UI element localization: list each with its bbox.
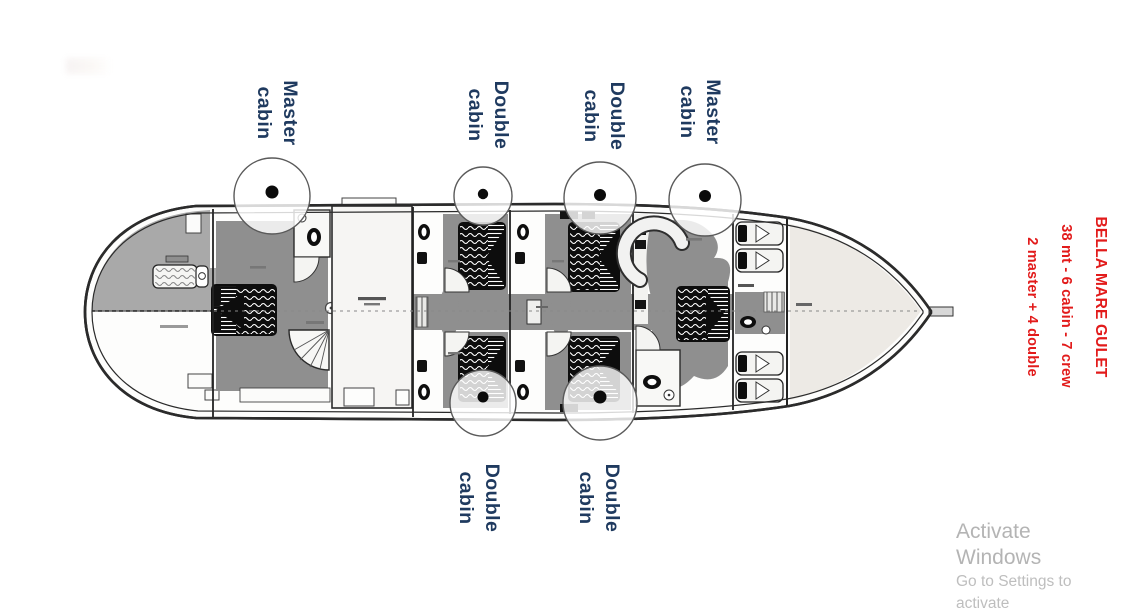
bed-double-icon <box>568 222 620 292</box>
cabin-label-mark <box>250 266 266 269</box>
label-line: Master <box>702 79 724 145</box>
stern-deck <box>92 210 248 401</box>
label-double-cabin-3: Double cabin <box>453 464 505 532</box>
bed-double-icon <box>676 286 730 342</box>
label-line: cabin <box>580 89 602 143</box>
sink-icon <box>761 325 771 335</box>
deck-plan-image <box>83 157 954 441</box>
boat-cabin-layout: 2 master + 4 double <box>1024 237 1040 377</box>
curved-sofa-icon <box>615 215 690 288</box>
label-master-cabin-fore: Master cabin <box>251 80 303 145</box>
double-cabin-a <box>412 207 511 417</box>
door-arc <box>444 331 470 357</box>
threshold <box>526 299 542 325</box>
label-double-cabin-1: Double cabin <box>462 81 514 149</box>
callout-circle-master-fore <box>233 157 311 235</box>
door-arc <box>293 256 320 283</box>
label-line: Double <box>490 80 512 150</box>
bowsprit <box>928 306 954 317</box>
callout-dot <box>477 188 489 200</box>
callout-circle-double-4 <box>562 365 638 441</box>
saloon <box>331 197 413 409</box>
bed-double-icon <box>211 284 277 336</box>
label-line: cabin <box>253 86 275 140</box>
scan-artifact <box>66 58 112 74</box>
steps-icon <box>415 296 429 328</box>
label-line: Double <box>601 463 623 533</box>
callout-dot <box>594 189 606 201</box>
label-line: Double <box>606 81 628 151</box>
windows-activation-watermark: Activate Windows Go to Settings to activ… <box>956 519 1121 615</box>
callout-dot <box>477 391 489 403</box>
crew-bunk-icon <box>735 351 784 376</box>
hull-inner-line <box>91 210 924 414</box>
bow-label-mark <box>796 303 812 306</box>
label-line: cabin <box>575 471 597 525</box>
stern-label-mark <box>160 325 188 328</box>
label-line: cabin <box>455 471 477 525</box>
crew-bunk-icon <box>735 221 784 246</box>
sink-icon <box>417 252 427 264</box>
callout-circle-double-1 <box>453 166 513 226</box>
label-double-cabin-2: Double cabin <box>578 82 630 150</box>
crew-bunk-icon <box>735 248 784 273</box>
sink-icon <box>515 360 525 372</box>
label-line: Master <box>279 80 301 146</box>
crew-quarters <box>735 218 788 406</box>
bow-deck <box>790 224 921 400</box>
master-cabin-aft <box>615 214 734 410</box>
callout-circle-master-aft <box>668 163 742 237</box>
watermark-subtitle: Go to Settings to activate <box>956 573 1072 612</box>
stairs-icon <box>763 291 785 313</box>
spiral-stairs-icon <box>288 321 330 371</box>
door-arc <box>635 325 661 351</box>
crew-label-mark <box>738 284 754 287</box>
label-double-cabin-4: Double cabin <box>573 464 625 532</box>
sink-icon <box>515 252 525 264</box>
boat-specs: 38 mt - 6 cabin - 7 crew <box>1058 224 1074 388</box>
callout-dot <box>593 390 607 404</box>
callout-dot <box>265 185 279 199</box>
saloon-label-mark <box>358 297 386 301</box>
label-master-cabin-aft: Master cabin <box>674 79 726 144</box>
callout-circle-double-2 <box>563 161 637 235</box>
callout-circles <box>233 157 742 441</box>
label-line: Double <box>481 463 503 533</box>
watermark-title: Activate Windows <box>956 520 1042 569</box>
label-line: cabin <box>464 88 486 142</box>
bed-double-icon <box>458 222 506 290</box>
door-arc <box>546 331 572 357</box>
master-cabin-fore <box>211 209 338 417</box>
page: Master cabin Double cabin Double cabin M… <box>66 58 1109 612</box>
boat-name: BELLA MARE GULET <box>1092 216 1109 378</box>
door-arc <box>546 267 572 293</box>
door-arc <box>444 267 470 293</box>
sink-icon <box>417 360 427 372</box>
callout-circle-double-3 <box>449 369 517 437</box>
label-line: cabin <box>676 85 698 139</box>
callout-dot <box>699 190 711 202</box>
crew-bunk-icon <box>735 378 784 403</box>
stern-berth <box>152 255 209 289</box>
